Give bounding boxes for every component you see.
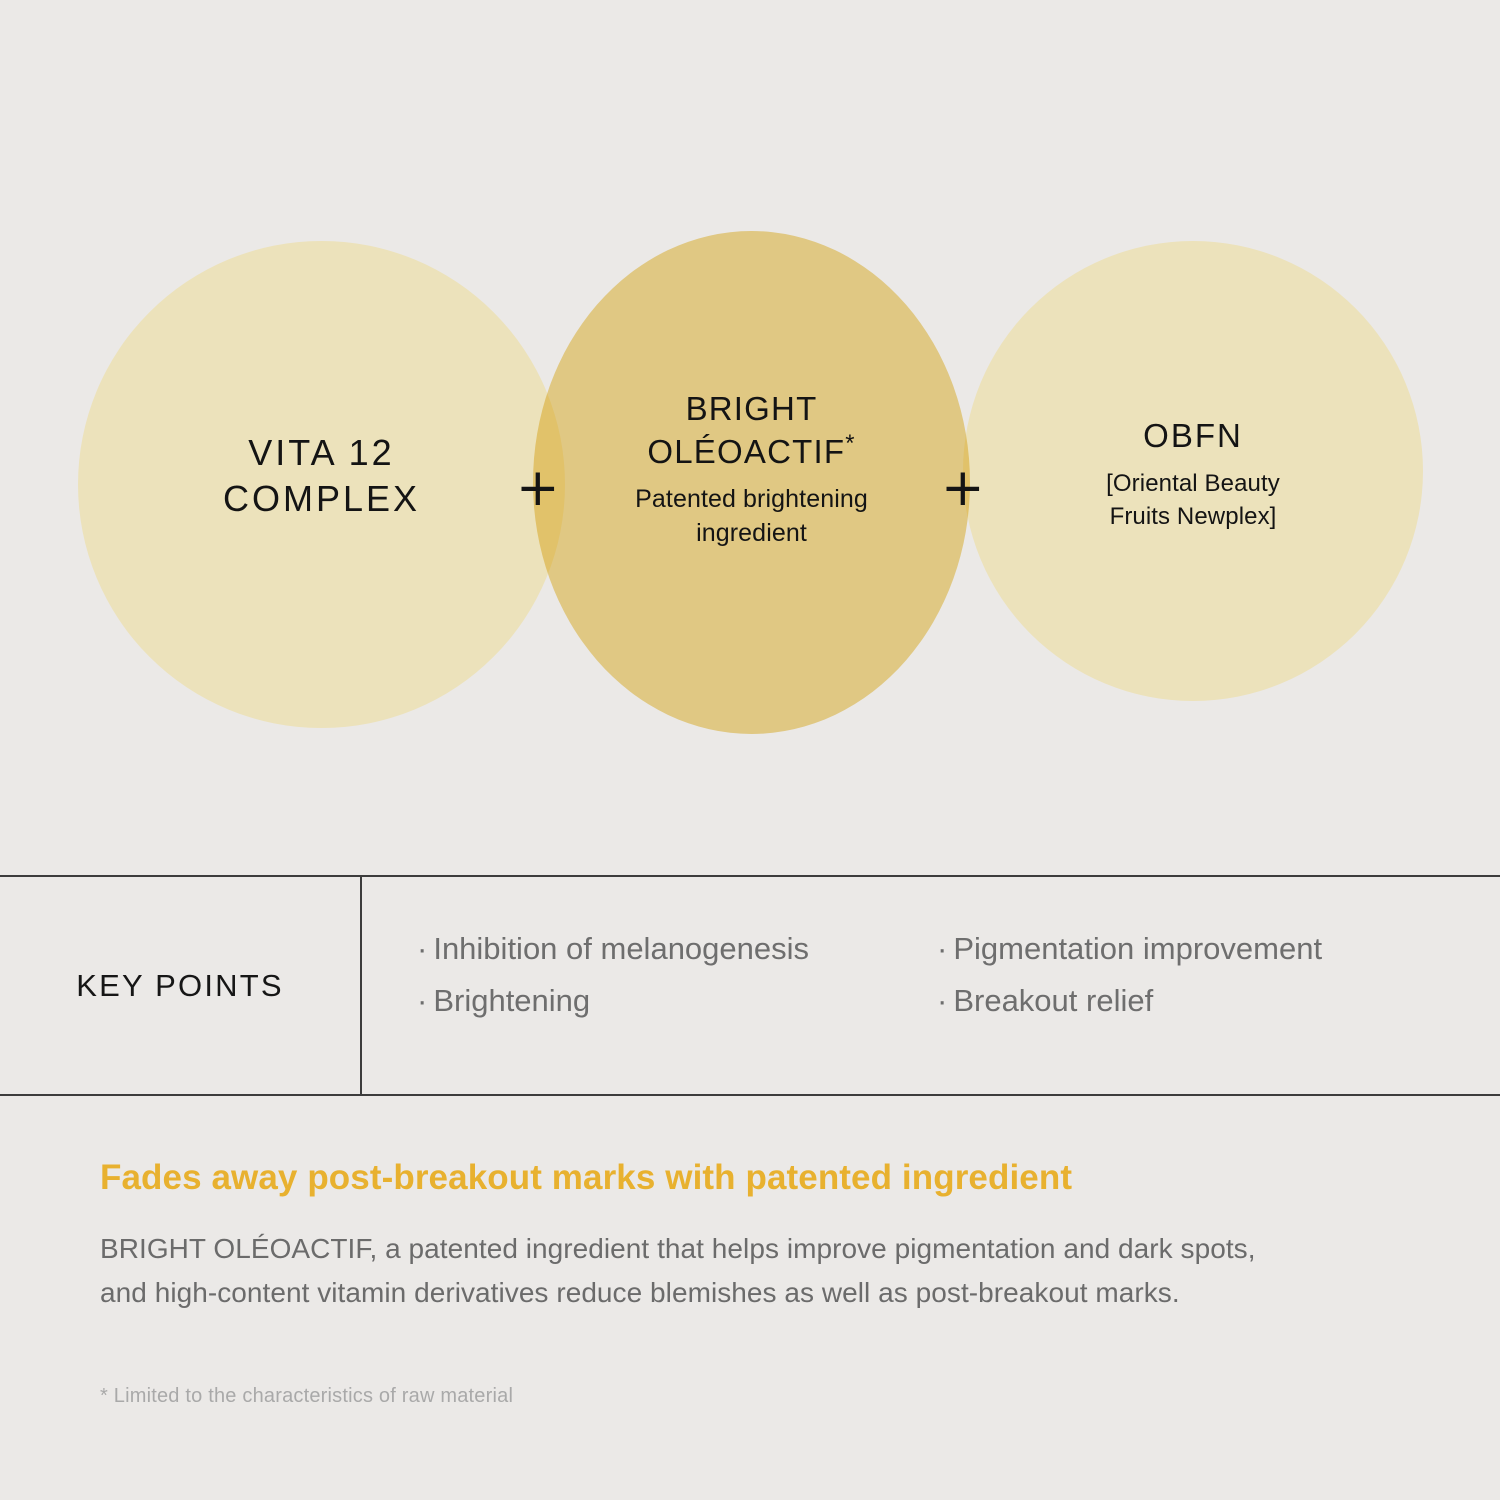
venn-label-bright-oleoactif: BRIGHT OLÉOACTIF* Patented brightening i… bbox=[533, 388, 970, 551]
asterisk-marker: * bbox=[845, 429, 856, 457]
bullet-dot-icon: · bbox=[417, 983, 428, 1019]
obfn-subtitle: [Oriental Beauty Fruits Newplex] bbox=[963, 467, 1423, 533]
bright-oleoactif-title-line-1: BRIGHT bbox=[685, 390, 818, 427]
key-point-label: Pigmentation improvement bbox=[953, 931, 1323, 966]
body-copy-line-1: BRIGHT OLÉOACTIF, a patented ingredient … bbox=[100, 1232, 1256, 1264]
key-points-title-cell: KEY POINTS bbox=[0, 877, 362, 1094]
bright-oleoactif-title-line-2: OLÉOACTIF bbox=[647, 432, 846, 470]
venn-circle-obfn bbox=[963, 241, 1423, 701]
key-point-label: Inhibition of melanogenesis bbox=[433, 931, 810, 966]
key-point-item: ·Breakout relief bbox=[937, 975, 1322, 1027]
bright-oleoactif-title: BRIGHT OLÉOACTIF* bbox=[533, 388, 970, 474]
venn-label-obfn: OBFN [Oriental Beauty Fruits Newplex] bbox=[963, 415, 1423, 533]
key-point-item: ·Inhibition of melanogenesis bbox=[417, 923, 927, 975]
bright-oleoactif-subtitle-line-2: ingredient bbox=[696, 519, 807, 548]
body-copy-line-2: and high-content vitamin derivatives red… bbox=[100, 1276, 1180, 1308]
venn-circle-bright-oleoactif bbox=[533, 231, 970, 734]
bright-oleoactif-subtitle-line-1: Patented brightening bbox=[635, 484, 868, 513]
bullet-dot-icon: · bbox=[937, 983, 948, 1019]
key-points-column-1: ·Inhibition of melanogenesis ·Brightenin… bbox=[417, 923, 927, 1027]
key-point-label: Brightening bbox=[433, 983, 591, 1019]
key-points-title: KEY POINTS bbox=[76, 967, 284, 1003]
obfn-subtitle-line-1: [Oriental Beauty bbox=[1106, 470, 1280, 498]
key-points-list-cell: ·Inhibition of melanogenesis ·Brightenin… bbox=[362, 877, 1500, 1094]
bottom-copy-section: Fades away post-breakout marks with pate… bbox=[100, 1155, 1440, 1315]
ingredient-venn-diagram: VITA 12 COMPLEX + BRIGHT OLÉOACTIF* Pate… bbox=[78, 231, 1423, 734]
bottom-body-copy: BRIGHT OLÉOACTIF, a patented ingredient … bbox=[100, 1227, 1440, 1315]
bright-oleoactif-subtitle: Patented brightening ingredient bbox=[533, 482, 970, 551]
key-points-section: KEY POINTS ·Inhibition of melanogenesis … bbox=[0, 875, 1500, 1096]
obfn-subtitle-line-2: Fruits Newplex] bbox=[1109, 503, 1277, 531]
footnote-text: * Limited to the characteristics of raw … bbox=[100, 1385, 514, 1407]
bottom-headline: Fades away post-breakout marks with pate… bbox=[100, 1158, 1073, 1197]
key-point-label: Breakout relief bbox=[953, 983, 1154, 1019]
bullet-dot-icon: · bbox=[417, 931, 428, 966]
plus-operator-icon-2: + bbox=[941, 458, 985, 518]
key-point-item: ·Brightening bbox=[417, 975, 927, 1027]
bullet-dot-icon: · bbox=[937, 931, 948, 966]
key-point-item: ·Pigmentation improvement bbox=[937, 923, 1322, 975]
obfn-title: OBFN bbox=[1143, 417, 1243, 454]
vita-12-title-line-1: VITA 12 bbox=[248, 432, 395, 473]
plus-operator-icon-1: + bbox=[516, 458, 560, 518]
venn-label-vita-12-complex: VITA 12 COMPLEX bbox=[78, 430, 565, 522]
key-points-column-2: ·Pigmentation improvement ·Breakout reli… bbox=[937, 923, 1322, 1027]
venn-circle-vita-12-complex bbox=[78, 241, 565, 728]
vita-12-title-line-2: COMPLEX bbox=[222, 478, 421, 520]
